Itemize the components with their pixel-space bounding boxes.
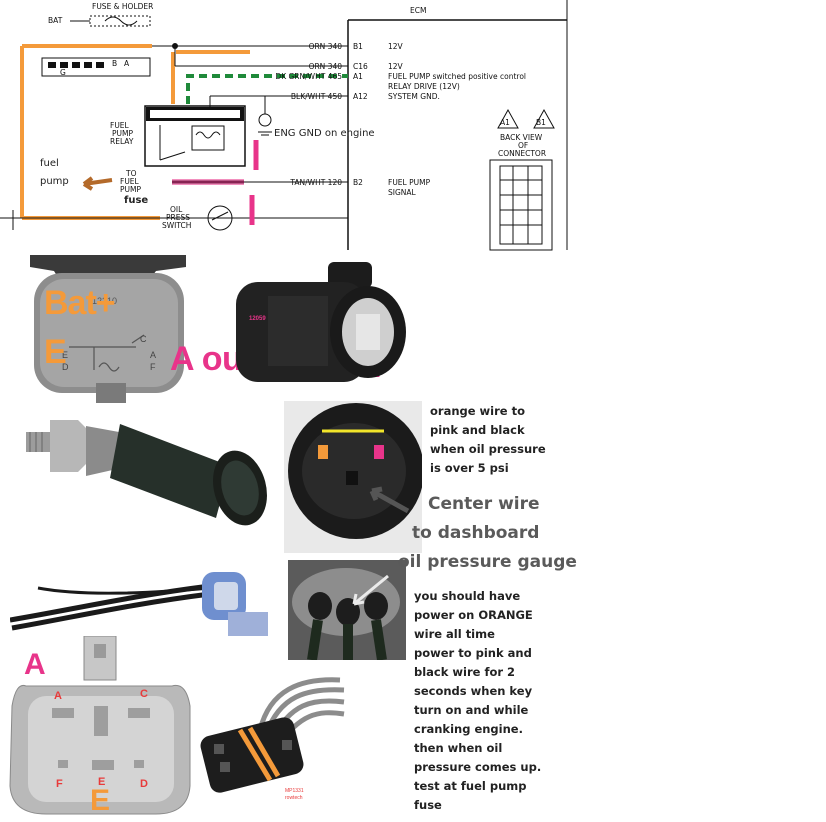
relay-face-pin-a: A: [54, 690, 62, 702]
ecm-label: ECM: [410, 6, 426, 15]
relay-pin-c-text: C: [140, 334, 147, 344]
pigtail-harness-photo: [10, 572, 268, 636]
relay-part-number: 12210: [92, 296, 118, 306]
relay-face-pin-f: F: [56, 778, 63, 790]
ecm-pin-label: B2: [353, 178, 363, 187]
power-orange-caption: you should have power on ORANGE wire all…: [414, 589, 533, 641]
connector-face-photo: [284, 401, 422, 553]
ecm-pin-label: A12: [353, 92, 368, 101]
connector-pin-a1: A1: [500, 118, 510, 127]
bat-plus-label: Bat+: [44, 284, 116, 322]
relay-face-pin-d: D: [140, 778, 148, 790]
back-view-2: OF: [518, 141, 528, 150]
wire-desc-label: RELAY DRIVE (12V): [388, 82, 460, 91]
oil-press-2: PRESS: [166, 213, 190, 222]
relay-pin-d-text: D: [62, 362, 69, 372]
to-dashboard-caption: to dashboard: [412, 523, 540, 543]
relay-harness-photo: [200, 677, 345, 793]
relay-face-pin-e: E: [98, 776, 106, 788]
relay-face-photo: [9, 636, 191, 815]
relay-face-big-a: A: [24, 648, 46, 681]
center-wire-caption: Center wire: [428, 494, 540, 514]
relay-pin-f-text: F: [150, 362, 156, 372]
relay-pin-g: G: [60, 68, 66, 77]
harness-tag: MP1331 rowtech: [285, 788, 304, 802]
fuse-holder-label: FUSE & HOLDER: [92, 2, 153, 11]
bat-label: BAT: [48, 16, 63, 25]
wire-desc-label: 12V: [388, 42, 404, 51]
wire-color-label: ORN 340: [309, 42, 343, 51]
wire-desc-label: FUEL PUMP: [388, 178, 431, 187]
to-fuel-pump-3: PUMP: [120, 185, 141, 194]
back-view-1: BACK VIEW: [500, 133, 543, 142]
wire-desc-label: SYSTEM GND.: [388, 92, 440, 101]
e-label: E: [44, 333, 67, 371]
relay-face-big-e: E: [90, 784, 111, 817]
wire-color-label: ORN 340: [309, 62, 343, 71]
pump-label: pump: [40, 176, 69, 187]
to-fuel-pump-1: TO: [125, 169, 137, 178]
oil-press-1: OIL: [170, 205, 183, 214]
power-pink-caption: power to pink and black wire for 2 secon…: [414, 646, 542, 812]
green-wire-highlight: [186, 74, 348, 104]
relay-photo: [30, 255, 186, 403]
connector-photo: [236, 262, 406, 382]
ecm-pin-label: B1: [353, 42, 363, 51]
oil-press-3: SWITCH: [162, 221, 191, 230]
connector-back-view: [489, 159, 553, 251]
connector-closeup-photo: [288, 560, 406, 660]
relay-label-3: RELAY: [110, 137, 134, 146]
ecm-pin-label: C16: [353, 62, 368, 71]
to-fuel-pump-2: FUEL: [120, 177, 140, 186]
relay-label-2: PUMP: [112, 129, 133, 138]
wiring-schematic: ECM FUSE & HOLDER BAT G B A FUEL PUMP RE…: [0, 0, 570, 251]
fuel-pump-relay-symbol: [144, 105, 246, 167]
orange-wire-caption: orange wire to pink and black when oil p…: [430, 404, 546, 475]
wire-color-label: BLK/WHT 450: [291, 92, 342, 101]
oil-gauge-caption: oil pressure gauge: [398, 552, 577, 572]
harness-tag-line2: rowtech: [285, 795, 303, 801]
relay-pin-e-text: E: [62, 350, 69, 360]
connector-tag: 12059: [249, 316, 266, 322]
arrow-icon: [82, 176, 113, 191]
harness-tag-line1: MP1331: [285, 788, 304, 794]
ecm-pin-label: A1: [353, 72, 363, 81]
eng-gnd-label: ENG GND on engine: [274, 128, 375, 139]
wire-color-label: TAN/WHT 120: [289, 178, 342, 187]
relay-face-pin-c: C: [140, 688, 148, 700]
relay-label-1: FUEL: [110, 121, 130, 130]
oil-pressure-switch-photo: [26, 420, 267, 526]
fuel-label: fuel: [40, 158, 59, 169]
relay-pin-a-text: A: [150, 350, 157, 360]
wire-desc-label: SIGNAL: [388, 188, 417, 197]
relay-pin-b: B: [112, 59, 117, 68]
wire-desc-label: 12V: [388, 62, 404, 71]
connector-pin-b1: B1: [536, 118, 546, 127]
wire-color-label: DK GRN/WHT 465: [275, 72, 342, 81]
fuse-label: fuse: [124, 195, 148, 206]
relay-pin-a: A: [124, 59, 130, 68]
back-view-3: CONNECTOR: [498, 149, 546, 158]
wire-desc-label: FUEL PUMP switched positive control: [388, 72, 526, 81]
